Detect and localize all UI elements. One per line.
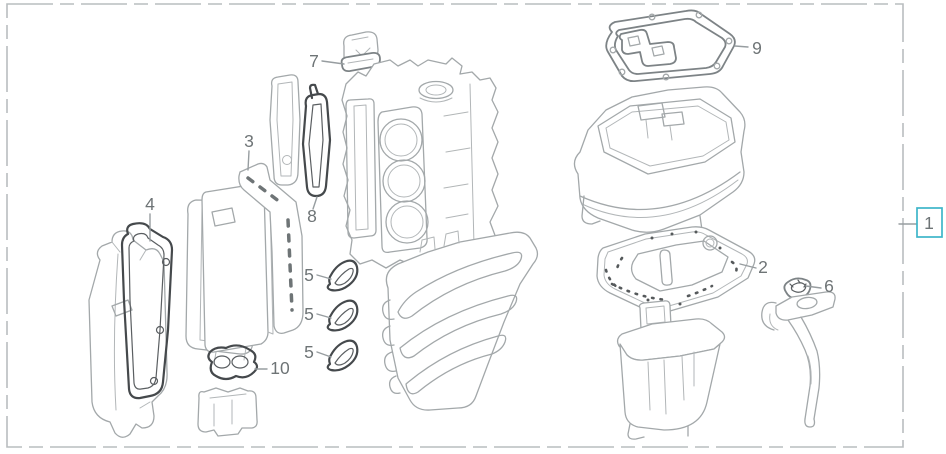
callout-2[interactable]: 2 — [758, 257, 768, 277]
callout-5b[interactable]: 5 — [304, 304, 314, 324]
callout-4[interactable]: 4 — [145, 194, 155, 214]
part-exhaust-guide-drawing — [573, 86, 746, 233]
part-7-cap-drawing — [340, 31, 381, 73]
part-intake-manifold-drawing — [382, 230, 539, 411]
callout-5c[interactable]: 5 — [304, 342, 314, 362]
part-9-gasket-drawing — [605, 9, 736, 83]
callout-10[interactable]: 10 — [270, 358, 290, 378]
callout-8[interactable]: 8 — [307, 206, 317, 226]
callout-1[interactable]: 1 — [924, 213, 934, 233]
part-pickup-tube-drawing — [761, 291, 836, 428]
part-8-gasket-drawing — [301, 83, 332, 198]
diagram-border — [6, 3, 904, 448]
callout-1-highlight[interactable]: 1 — [916, 207, 943, 238]
callout-1-box[interactable] — [916, 207, 943, 238]
part-vertical-gasket-drawing — [269, 74, 301, 186]
part-oil-pump-drawing — [197, 387, 258, 437]
callout-6[interactable]: 6 — [824, 276, 834, 296]
part-5-seal-drawing-1 — [326, 259, 359, 292]
callout-9[interactable]: 9 — [752, 38, 762, 58]
part-5-seal-drawing-2 — [326, 299, 359, 332]
part-4-gasket-drawing — [120, 222, 174, 400]
leader-lines — [149, 45, 918, 370]
callout-3[interactable]: 3 — [244, 131, 254, 151]
part-head-cover-drawing — [201, 183, 274, 365]
callout-7[interactable]: 7 — [309, 51, 319, 71]
part-5-seal-drawing-3 — [326, 339, 359, 372]
callout-5a[interactable]: 5 — [304, 265, 314, 285]
part-oil-pan-drawing — [616, 300, 726, 440]
part-3-gasket-drawing — [238, 162, 304, 334]
part-2-gasket-drawing — [596, 226, 756, 314]
part-exhaust-cover-drawing — [88, 230, 168, 438]
part-cylinder-block-drawing — [341, 57, 499, 269]
part-10-gasket-drawing — [207, 344, 259, 381]
